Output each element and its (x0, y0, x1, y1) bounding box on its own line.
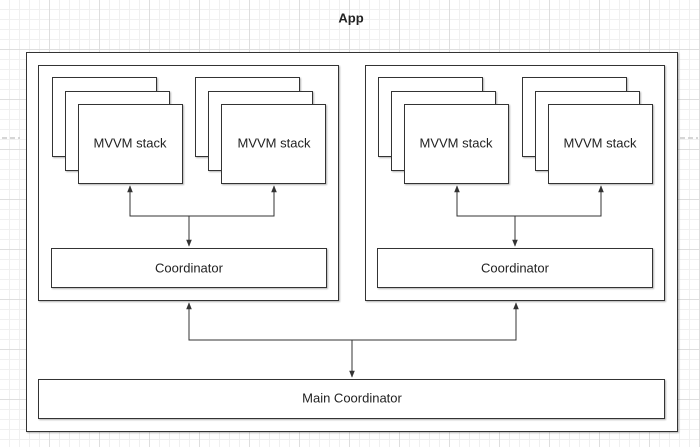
mvvm-stack-2-2[interactable] (548, 104, 653, 184)
coordinator-label: Coordinator (155, 260, 223, 276)
mvvm-stack-label: MVVM stack (563, 135, 637, 151)
mvvm-stack-1-2[interactable] (221, 104, 326, 184)
diagram-title: App (338, 10, 364, 26)
coordinator-1[interactable] (51, 248, 327, 288)
coordinator-label: Coordinator (481, 260, 549, 276)
coordinator-2[interactable] (377, 248, 653, 288)
mvvm-stack-2-1[interactable] (404, 104, 509, 184)
mvvm-stack-label: MVVM stack (237, 135, 311, 151)
mvvm-stack-1-1[interactable] (78, 104, 183, 184)
main-coordinator-label: Main Coordinator (302, 390, 402, 406)
mvvm-stack-label: MVVM stack (419, 135, 493, 151)
main-coordinator[interactable] (38, 379, 665, 419)
mvvm-stack-label: MVVM stack (93, 135, 167, 151)
